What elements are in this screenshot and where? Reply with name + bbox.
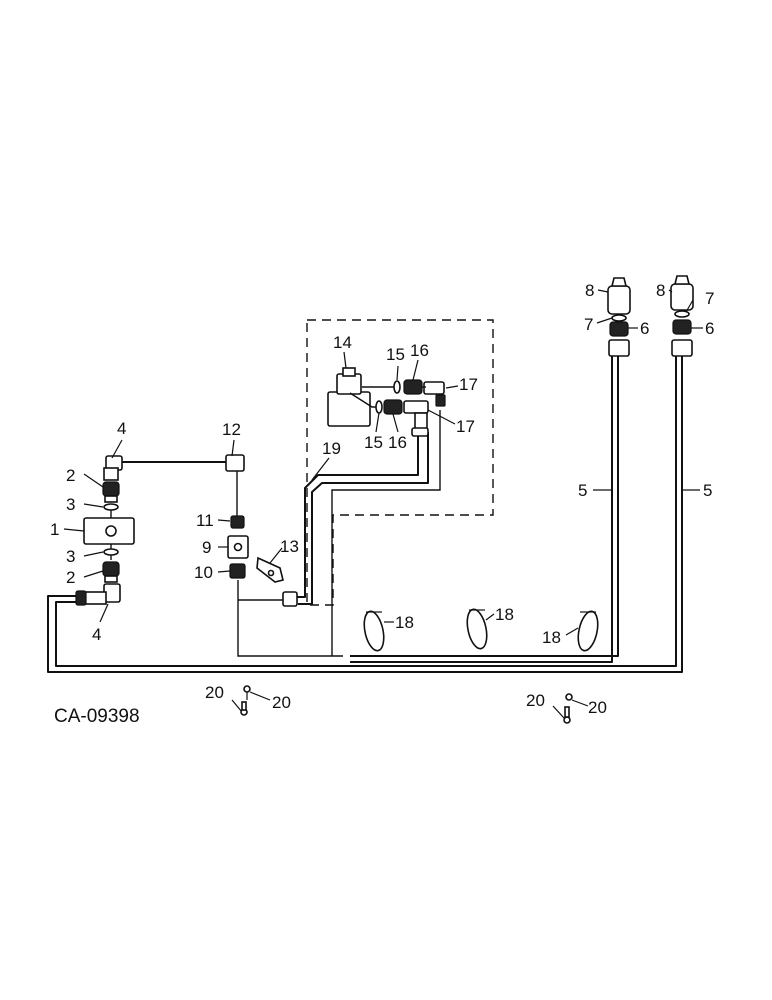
callout-17-lower: 17 [456,417,475,436]
callout-7-right: 7 [705,289,714,308]
callout-20-right-b: 20 [588,698,607,717]
valve-assembly-left [75,455,135,606]
callout-15-upper: 15 [386,345,405,364]
callout-4-upper: 4 [117,419,126,438]
callout-13: 13 [280,537,299,556]
callout-19: 19 [322,439,341,458]
callout-6-left: 6 [640,319,649,338]
callout-4-lower: 4 [92,625,101,644]
callout-3-upper: 3 [66,495,75,514]
pressure-switch-body [327,391,371,427]
nozzle-right [670,275,694,357]
callout-18-left: 18 [395,613,414,632]
hose-clamp [363,610,385,652]
callout-16-upper: 16 [410,341,429,360]
callout-2-lower: 2 [66,568,75,587]
tee-fitting [225,454,245,472]
connector-fitting-lower [229,563,246,579]
hose-clamp [577,610,599,652]
union-fitting-upper [403,379,423,395]
callout-7-left: 7 [584,315,593,334]
adapter-nozzle-right [672,319,692,335]
bolts-right [552,693,573,724]
washer-upper [393,380,401,394]
adapter-fitting-lower [102,561,120,577]
callout-11: 11 [196,511,214,530]
tee-fitting-17-lower [403,400,429,414]
callout-20-left-a: 20 [205,683,224,702]
callout-2-upper: 2 [66,466,75,485]
callout-6-right: 6 [705,319,714,338]
nozzle-left [607,277,631,357]
o-ring-upper [103,503,119,511]
dashed-assembly-boundary [306,319,494,606]
callout-3-lower: 3 [66,547,75,566]
bolts-left [231,685,251,716]
callout-leaders [63,289,703,707]
callout-5-right: 5 [703,481,712,500]
o-ring-nozzle-right [674,310,690,318]
washer-lower [375,400,383,414]
callout-9: 9 [202,538,211,557]
callout-16-lower: 16 [388,433,407,452]
tube-elbow-end [282,591,298,607]
callout-5-left: 5 [578,481,587,500]
callout-18-right: 18 [542,628,561,647]
callout-18-middle: 18 [495,605,514,624]
callout-17-upper: 17 [459,375,478,394]
connector-fitting-upper [230,515,245,529]
pressure-switch-assembly [327,367,446,437]
hose-clamps [363,608,599,652]
elbow-fitting-17-upper [423,381,445,395]
callout-8-right: 8 [656,281,665,300]
drawing-code: CA-09398 [54,706,140,727]
hose-clamp [466,608,488,650]
o-ring-nozzle-left [611,314,627,322]
callout-14: 14 [333,333,352,352]
callout-12: 12 [222,420,241,439]
callout-15-lower: 15 [364,433,383,452]
union-fitting-lower [383,399,403,415]
adapter-fitting-upper [102,481,120,497]
callout-8-left: 8 [585,281,594,300]
callout-20-right-a: 20 [526,691,545,710]
callout-1: 1 [50,520,59,539]
callout-20-left-b: 20 [272,693,291,712]
o-ring-lower [103,548,119,556]
callout-labels: 4 2 3 1 3 2 4 12 11 9 10 13 14 15 16 17 … [50,281,714,717]
tubing [47,356,683,673]
callout-10: 10 [194,563,213,582]
adapter-nozzle-left [609,321,629,337]
nozzle-body-left [607,285,631,315]
